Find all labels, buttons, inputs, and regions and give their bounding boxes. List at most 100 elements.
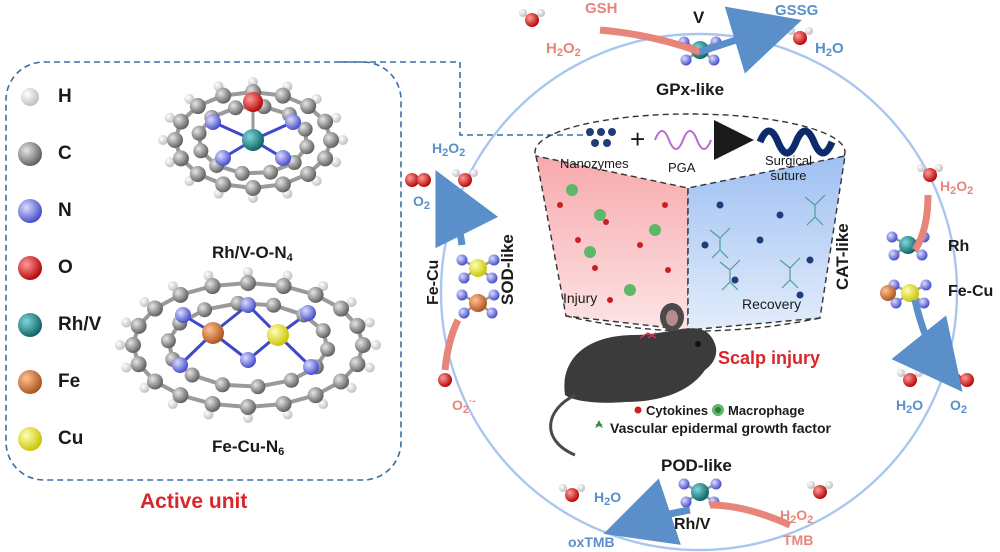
sod-in-arc (441, 318, 462, 371)
atom-n (458, 307, 470, 319)
recovery-contents (701, 194, 826, 299)
atom-c (355, 337, 371, 353)
sod-h2o2: H2O2 (432, 140, 466, 159)
pga-label: PGA (668, 160, 696, 175)
nanozymes-dots (586, 128, 616, 147)
atom-o (565, 488, 579, 502)
legend-label-rh-v: Rh/V (58, 314, 102, 335)
vessel-branch (719, 259, 741, 291)
cycle-circle (439, 32, 959, 552)
atom-n (920, 279, 932, 291)
atom-c (189, 98, 206, 115)
active-metal-cu (469, 259, 487, 277)
sod-metal: Fe-Cu (425, 259, 442, 305)
atom-c (130, 356, 147, 373)
atom-c (315, 323, 331, 339)
cat-like-title: CAT-like (833, 223, 852, 290)
recovery-dot (756, 236, 764, 244)
legend-label-h: H (58, 86, 72, 107)
atom-c (250, 379, 266, 395)
cytokines-label: Cytokines (646, 403, 709, 418)
atom-h (318, 399, 329, 410)
vessel-branch (709, 227, 731, 259)
structure-label-top: Rh/V-O-N4 (212, 243, 293, 264)
atom-h (121, 317, 132, 328)
atom-o (438, 373, 452, 387)
atom-c (234, 165, 250, 181)
gpx-h2o: H2O (815, 40, 844, 59)
atom-n (678, 478, 690, 490)
atom-c (333, 373, 350, 390)
atom-n (488, 254, 500, 266)
atom-c (184, 367, 200, 383)
atom-h (452, 169, 460, 177)
atom-c (191, 125, 207, 141)
atom-h (917, 164, 925, 172)
atom-c (146, 373, 163, 390)
atom-h (364, 317, 375, 328)
atom-n (456, 254, 468, 266)
atom-c (262, 164, 278, 180)
cat-metal-fecu: Fe-Cu (948, 283, 994, 300)
atom-h (164, 112, 175, 123)
atom-o (948, 373, 962, 387)
atom-h (346, 297, 357, 308)
atom-c (189, 165, 206, 182)
recovery-dot (731, 276, 739, 284)
pod-like-title: POD-like (661, 456, 732, 475)
cat-h2o2: H2O2 (940, 178, 974, 197)
cytokine-dot (665, 267, 671, 273)
cytokines-marker (634, 406, 642, 414)
atom-n (886, 231, 898, 243)
legend-ball-n (18, 199, 42, 223)
atom-c (265, 297, 281, 313)
cat-o2: O2 (950, 397, 968, 416)
atom-c (204, 278, 221, 295)
mouse-illustration (549, 303, 717, 457)
atom-c (349, 317, 366, 334)
macrophage-cell (594, 209, 606, 221)
atom-h (164, 157, 175, 168)
atom-h (167, 399, 178, 410)
atom-h (167, 280, 178, 291)
atom-h (935, 164, 943, 172)
injury-panel (535, 155, 689, 331)
atom-n (680, 54, 692, 66)
atom-n (488, 289, 500, 301)
atom-c (240, 399, 256, 415)
atom-c (274, 176, 291, 193)
atom-h (825, 481, 833, 489)
atom-c (300, 98, 317, 115)
atom-n (240, 297, 256, 313)
atom-n (486, 307, 498, 319)
atom-h (203, 409, 214, 420)
atom-h (537, 9, 545, 17)
gpx-in-arc (599, 26, 702, 56)
atom-c (307, 387, 324, 404)
atom-n (285, 114, 301, 130)
cat-metal-rh: Rh (948, 238, 970, 255)
atom-c (160, 333, 176, 349)
macrophage-cell (584, 246, 596, 258)
atom-o (813, 485, 827, 499)
vegf-marker (595, 420, 603, 428)
legend-ball-o (18, 256, 42, 280)
cytokine-dot (557, 202, 563, 208)
cytokine-dot (575, 237, 581, 243)
fe-center (202, 322, 224, 344)
active-metal-rh (691, 483, 709, 501)
macrophage-marker (712, 404, 724, 416)
atom-n (708, 54, 720, 66)
legend-label-c: C (58, 143, 72, 164)
atom-h (577, 484, 585, 492)
injury-label: Injury (563, 290, 598, 306)
gsh-label: GSH (585, 0, 618, 17)
legend-ball-c (18, 142, 42, 166)
atom-c (172, 286, 189, 303)
atom-h (121, 362, 132, 373)
metal-center (242, 129, 264, 151)
atom-c (300, 165, 317, 182)
atom-h (470, 169, 478, 177)
atom-n (175, 307, 191, 323)
